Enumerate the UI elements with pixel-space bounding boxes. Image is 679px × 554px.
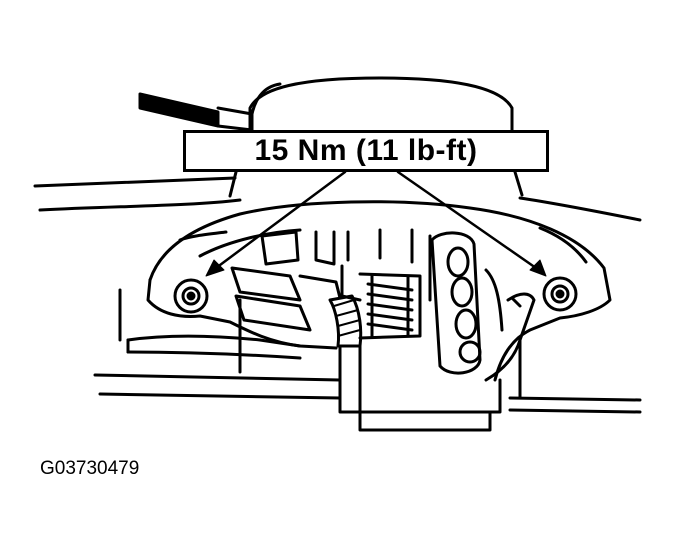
lower-wedge — [126, 334, 302, 360]
hatched-guide — [328, 294, 363, 348]
leader-arrows — [214, 170, 538, 270]
upper-rod — [138, 82, 282, 132]
spring — [366, 274, 414, 338]
right-arrowhead — [529, 259, 547, 277]
slotted-plate — [230, 230, 342, 332]
left-bolt — [173, 278, 209, 314]
right-cable-clip — [484, 292, 536, 382]
lower-block — [338, 338, 522, 432]
slotted-rail — [430, 231, 504, 375]
frame-lines — [33, 176, 642, 414]
torque-spec-label: 15 Nm (11 lb-ft) — [183, 130, 549, 172]
left-arrowhead — [205, 259, 225, 277]
torque-spec-text: 15 Nm (11 lb-ft) — [254, 134, 478, 167]
right-bolt — [542, 276, 578, 312]
figure-id: G03730479 — [40, 458, 140, 479]
center-assembly — [314, 228, 432, 340]
upper-housing — [228, 76, 524, 198]
